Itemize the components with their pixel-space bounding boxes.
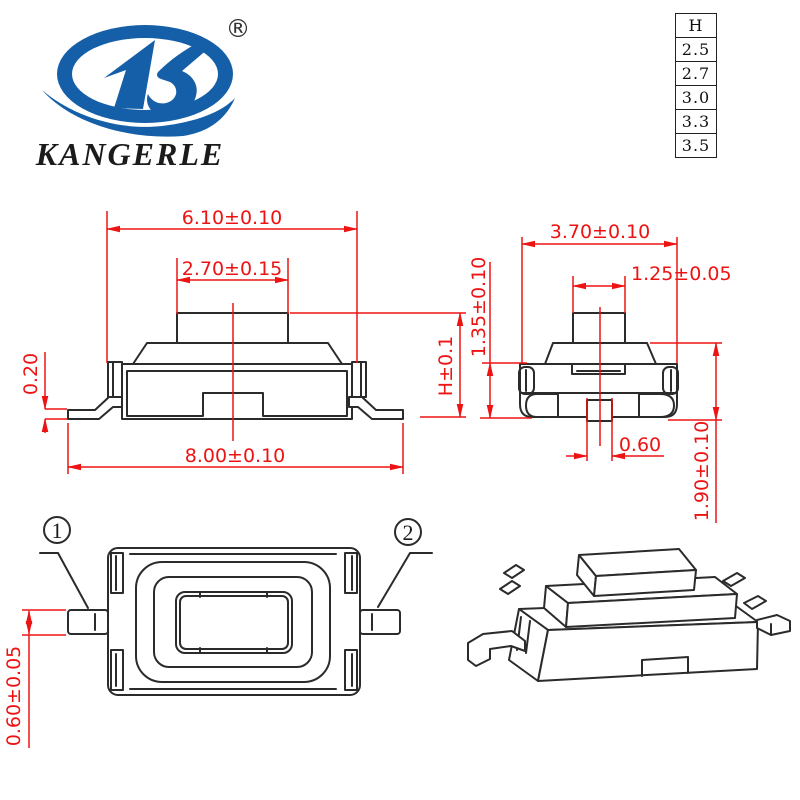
height-option: 3.5 bbox=[675, 133, 717, 158]
pin1-leader bbox=[39, 552, 89, 609]
front-view: 6.10±0.10 2.70±0.15 8.00±0.10 0.20 H±0.1 bbox=[20, 207, 466, 474]
pin1-callout bbox=[43, 516, 71, 544]
iso-button-front bbox=[593, 569, 697, 597]
logo-glyph-k bbox=[147, 41, 209, 118]
pin2-number: 2 bbox=[403, 520, 414, 545]
iso-lead-right bbox=[756, 614, 791, 636]
dim-front-button-width: 2.70±0.15 bbox=[182, 258, 283, 280]
dim-front-lead-thickness: 0.20 bbox=[20, 353, 42, 395]
dim-front-body-width: 6.10±0.10 bbox=[182, 207, 283, 229]
height-option: 2.7 bbox=[675, 61, 717, 86]
front-dome bbox=[132, 342, 343, 365]
pin1-number: 1 bbox=[52, 518, 63, 543]
dim-side-body-depth: 3.70±0.10 bbox=[550, 221, 651, 243]
iso-rim-front bbox=[565, 593, 738, 628]
top-button bbox=[175, 591, 293, 654]
front-lead-left bbox=[67, 396, 123, 420]
side-clip-left bbox=[518, 366, 535, 395]
logo-glyph-1 bbox=[104, 40, 155, 109]
top-view: 1 2 0.60±0.05 bbox=[3, 516, 433, 748]
top-dome-ring bbox=[135, 561, 331, 683]
height-option: 2.5 bbox=[675, 37, 717, 62]
iso-body-front bbox=[537, 621, 759, 682]
front-clip-left bbox=[107, 361, 123, 398]
top-lead-left bbox=[67, 609, 109, 635]
registered-mark: ® bbox=[226, 14, 251, 43]
side-clip-right bbox=[662, 366, 679, 395]
dim-top-lead-width: 0.60±0.05 bbox=[3, 646, 25, 747]
pin2-leader bbox=[377, 552, 433, 608]
height-option: 3.3 bbox=[675, 109, 717, 134]
iso-lead-left bbox=[467, 630, 526, 667]
dim-front-total-width: 8.00±0.10 bbox=[185, 445, 286, 467]
dim-side-base-height: 1.35±0.10 bbox=[468, 257, 490, 358]
dim-side-total-height: 1.90±0.10 bbox=[691, 421, 713, 522]
pin2-callout bbox=[394, 518, 422, 546]
brand-wordmark: KANGERLE bbox=[35, 136, 225, 172]
front-bottom-step bbox=[126, 392, 348, 417]
logo-swoosh bbox=[42, 90, 235, 137]
height-option: 3.0 bbox=[675, 85, 717, 110]
top-lead-right bbox=[359, 609, 401, 635]
front-clip-right bbox=[351, 361, 367, 398]
dim-side-boss-width: 0.60 bbox=[619, 434, 661, 456]
side-button bbox=[572, 312, 626, 344]
side-view: 3.70±0.10 1.25±0.05 1.35±0.10 1.90±0.10 … bbox=[468, 221, 732, 523]
brand-logo: ® bbox=[42, 14, 251, 137]
height-options-table: H 2.5 2.7 3.0 3.3 3.5 bbox=[675, 13, 717, 158]
isometric-view bbox=[467, 548, 791, 682]
iso-bottom-notch bbox=[641, 656, 689, 677]
side-body-upper bbox=[519, 363, 678, 394]
height-table-header: H bbox=[675, 13, 717, 38]
dim-front-height: H±0.1 bbox=[435, 336, 457, 396]
front-inner-walls bbox=[126, 370, 348, 416]
dim-side-button-depth: 1.25±0.05 bbox=[631, 263, 732, 285]
front-lead-right bbox=[348, 396, 404, 420]
front-body bbox=[121, 363, 353, 420]
